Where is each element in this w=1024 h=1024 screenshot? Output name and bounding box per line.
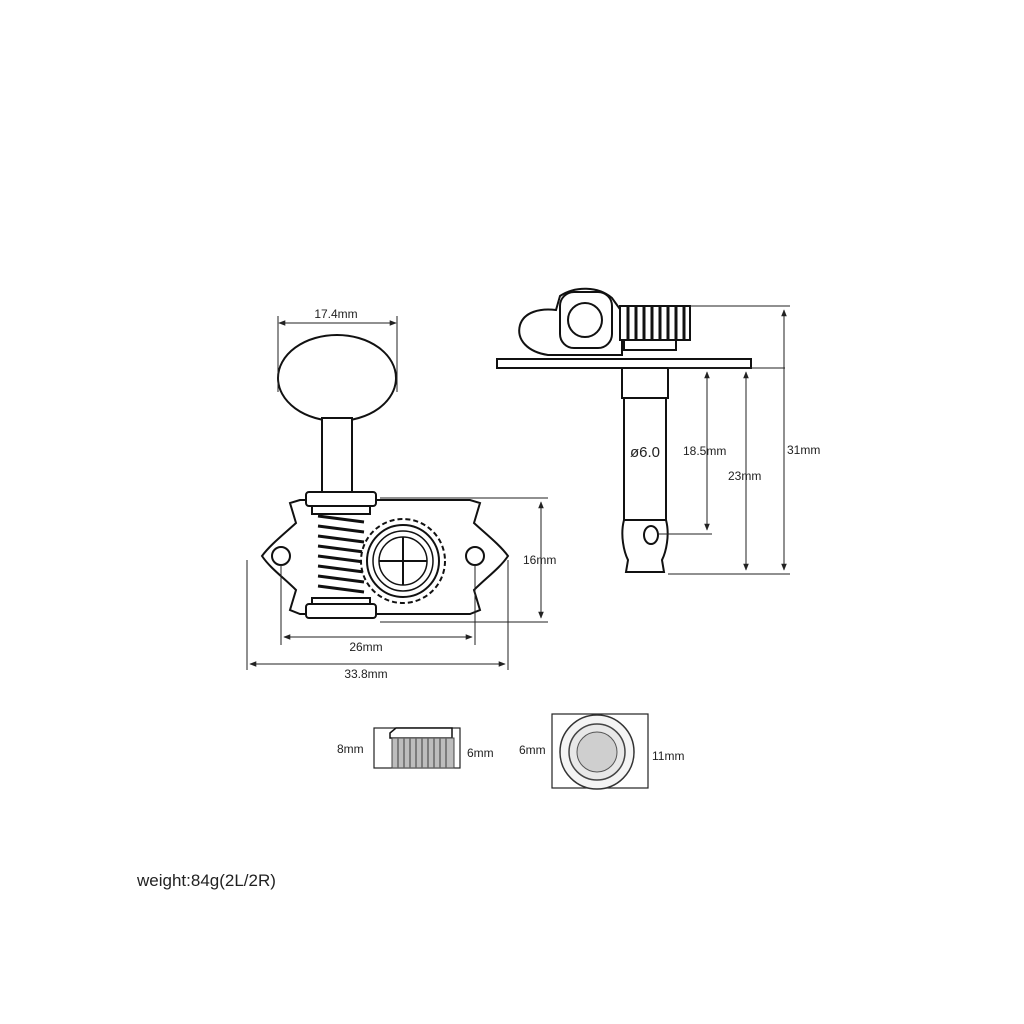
side-post-shaft (623, 397, 667, 521)
washer-inner-label: 6mm (519, 743, 546, 757)
worm-spring (317, 514, 365, 594)
bushing-view: 8mm 6mm (337, 727, 494, 769)
shaft-diameter-label: ø6.0 (630, 444, 660, 461)
worm-cap-bottom (305, 603, 377, 619)
tuner-knob (277, 334, 397, 422)
side-gear (619, 305, 691, 351)
height-16-label: 16mm (523, 553, 556, 567)
weight-label: weight:84g(2L/2R) (137, 871, 276, 890)
total-31-label: 31mm (787, 443, 820, 457)
side-post (621, 367, 669, 399)
post-18-5-label: 18.5mm (683, 444, 726, 458)
worm-cap-top-inner (311, 505, 371, 515)
side-bracket-hole (567, 302, 603, 338)
front-view: 17.4mm 16mm 26mm 33.8mm (246, 307, 556, 681)
hole-spacing-label: 26mm (349, 640, 382, 654)
side-plate (496, 358, 752, 369)
knob-shaft (321, 417, 353, 497)
bushing-height-label: 8mm (337, 742, 364, 756)
worm-cap-top (305, 491, 377, 507)
washer-outer-label: 11mm (652, 749, 684, 763)
side-post-tip (621, 519, 669, 573)
bushing-side-label: 6mm (467, 746, 494, 760)
bushing-thread (391, 737, 455, 769)
plate-width-label: 33.8mm (344, 667, 387, 681)
washer-inner (576, 731, 618, 773)
knob-width-label: 17.4mm (314, 307, 357, 321)
post-23-label: 23mm (728, 469, 761, 483)
side-view: ø6.0 18.5mm 23mm 31mm (496, 287, 820, 575)
mount-hole-right (465, 546, 485, 566)
worm-gear (360, 518, 446, 604)
bushing-flange (389, 727, 453, 739)
washer-view: 6mm 11mm (519, 713, 684, 790)
mount-hole-left (271, 546, 291, 566)
string-hole (643, 525, 659, 545)
